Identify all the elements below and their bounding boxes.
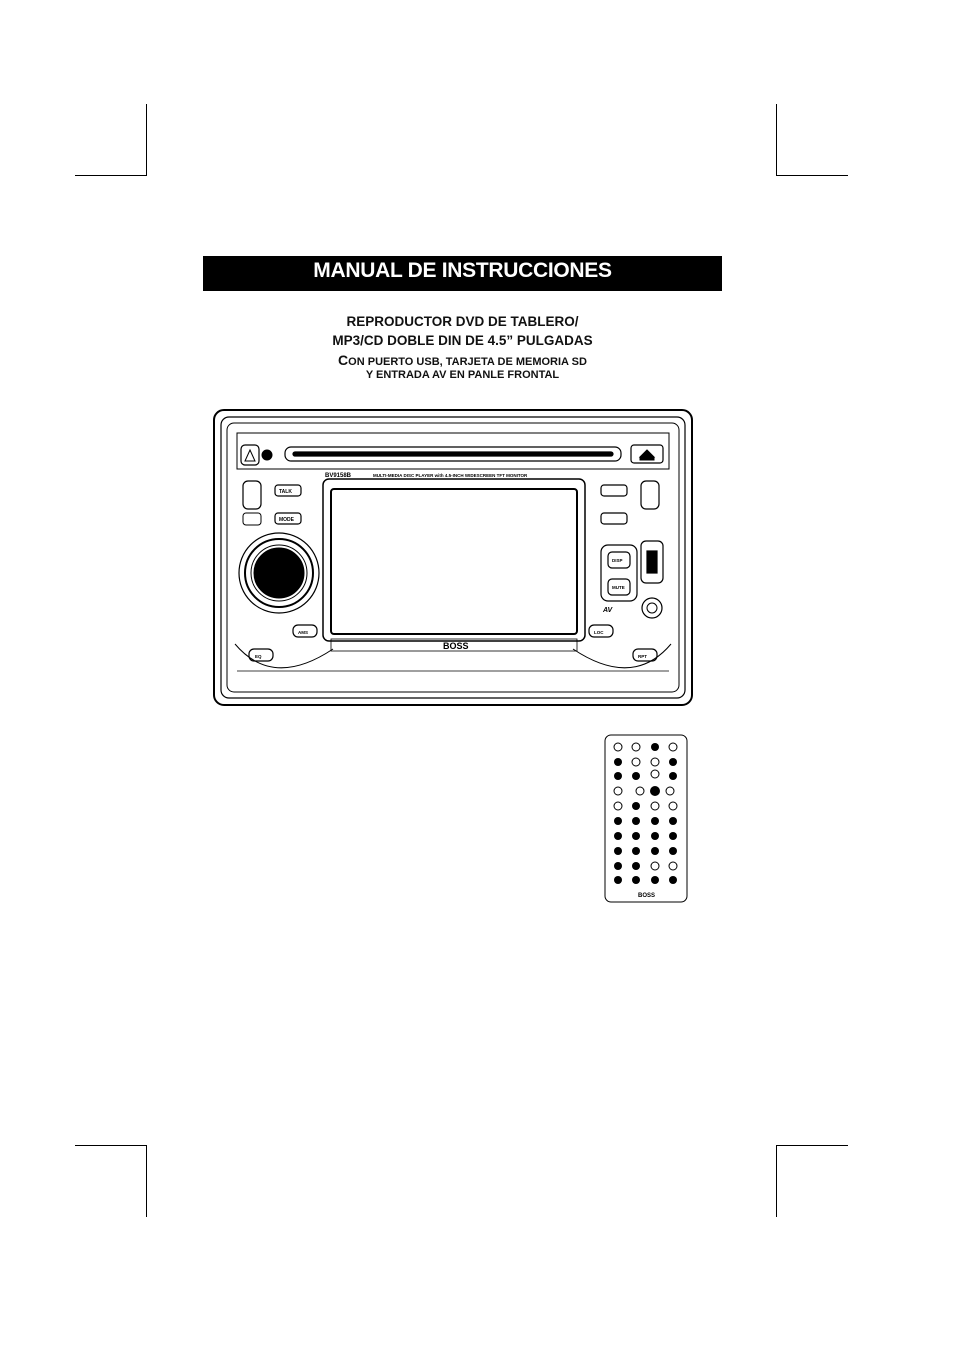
subtitle-line-3-rest: ON PUERTO USB, TARJETA DE MEMORIA SD bbox=[348, 356, 587, 368]
document-title: MANUAL DE INSTRUCCIONES bbox=[313, 259, 612, 282]
stereo-brand-logo: BOSS bbox=[443, 641, 469, 651]
stereo-strap-line: MULTI-MEDIA DISC PLAYER with 4.5-INCH WI… bbox=[373, 473, 528, 478]
stereo-talk-label: TALK bbox=[279, 489, 292, 495]
stereo-model-label: BV9158B bbox=[325, 473, 352, 479]
crop-mark-top-right-vertical bbox=[776, 104, 777, 176]
stereo-ams-label: AMS bbox=[298, 630, 308, 635]
stereo-mode-label: MODE bbox=[279, 517, 295, 523]
stereo-loc-label: LOC bbox=[594, 630, 604, 635]
subtitle-line-3-cap: C bbox=[338, 352, 349, 368]
subtitle-line-4: Y ENTRADA AV EN PANLE FRONTAL bbox=[365, 369, 560, 381]
crop-mark-top-left-horizontal bbox=[75, 175, 147, 176]
crop-mark-bottom-left-horizontal bbox=[75, 1145, 147, 1146]
stereo-av-label: AV bbox=[602, 607, 614, 614]
crop-mark-bottom-right-vertical bbox=[776, 1145, 777, 1217]
crop-mark-top-left-vertical bbox=[146, 104, 147, 176]
subtitle-line-1: REPRODUCTOR DVD DE TABLERO/ bbox=[346, 314, 579, 329]
stereo-eq-label: EQ bbox=[255, 654, 262, 659]
stereo-mute-label: MUTE bbox=[612, 585, 625, 590]
crop-mark-bottom-left-vertical bbox=[146, 1145, 147, 1217]
remote-control-illustration: BOSS bbox=[604, 734, 688, 903]
stereo-head-unit-illustration: BV9158B MULTI-MEDIA DISC PLAYER with 4.5… bbox=[213, 409, 693, 706]
remote-brand-logo: BOSS bbox=[638, 893, 655, 899]
crop-mark-top-right-horizontal bbox=[776, 175, 848, 176]
subtitle-line-2: MP3/CD DOBLE DIN DE 4.5” PULGADAS bbox=[332, 333, 593, 348]
subtitle-line-3: CON PUERTO USB, TARJETA DE MEMORIA SD bbox=[203, 352, 722, 368]
title-banner: MANUAL DE INSTRUCCIONES bbox=[203, 256, 722, 291]
stereo-disp-label: DISP bbox=[612, 558, 623, 563]
stereo-rpt-label: RPT bbox=[638, 654, 647, 659]
crop-mark-bottom-right-horizontal bbox=[776, 1145, 848, 1146]
